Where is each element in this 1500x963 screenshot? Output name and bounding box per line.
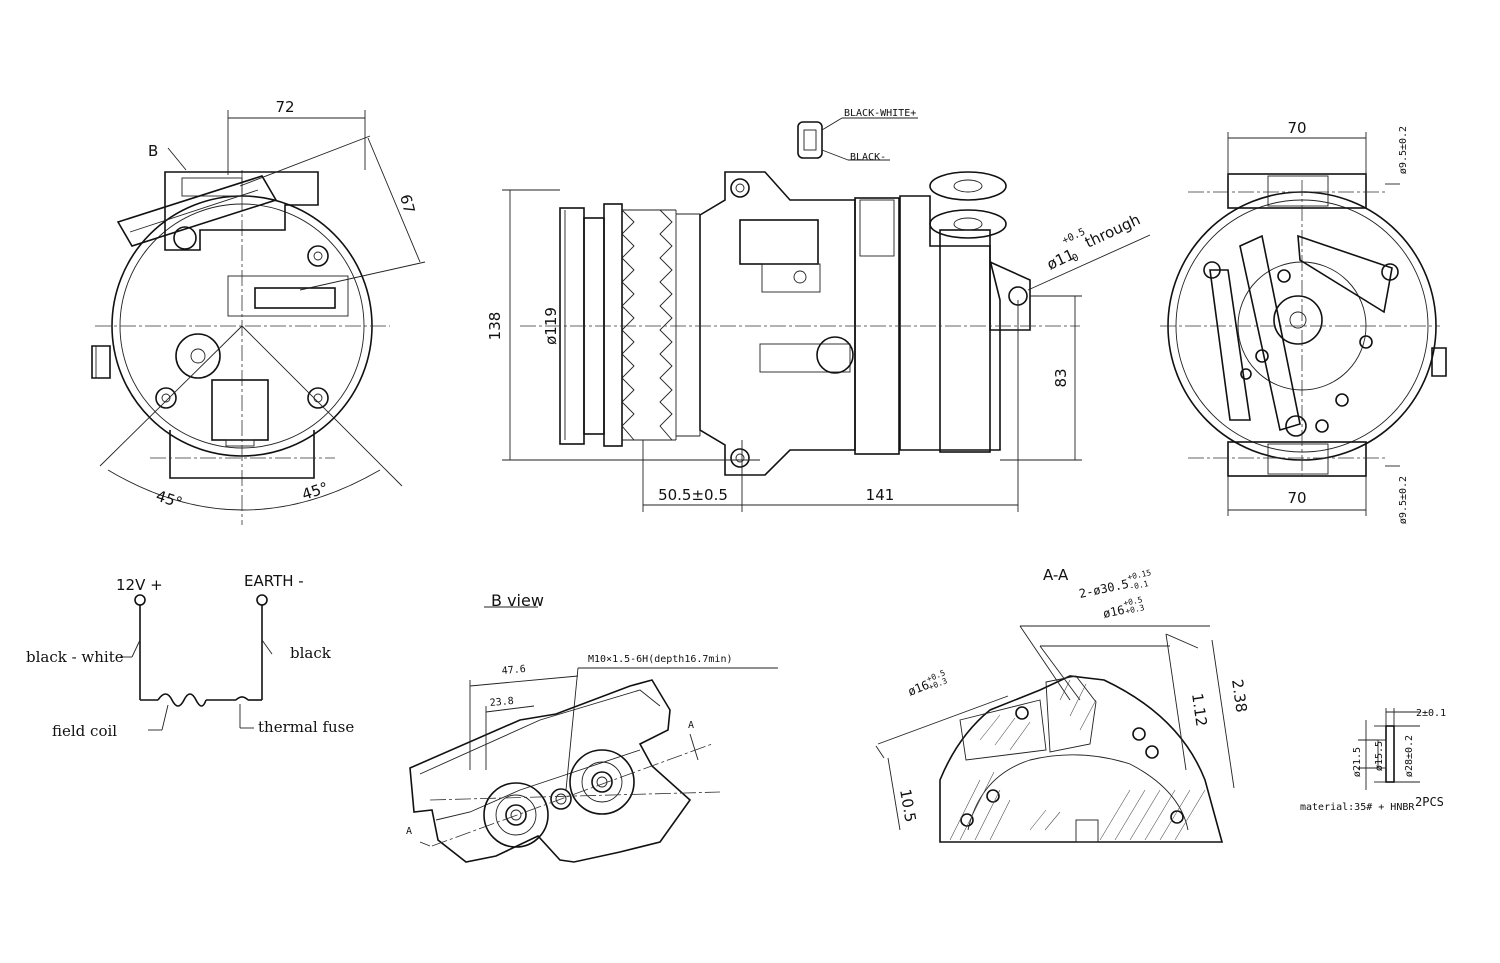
section-marker-a-top: A [688, 720, 694, 731]
wiring-coil: field coil [52, 722, 117, 740]
wiring-fuse: thermal fuse [258, 718, 354, 736]
connector-pos-label: BLACK-WHITE+ [844, 108, 916, 119]
rear-bottom-hole: ø9.5±0.2 [1398, 476, 1409, 524]
aa-bore-large-tol2: -0.1 [1129, 579, 1150, 592]
aa-bore-small-tol2: +0.3 [1125, 603, 1146, 616]
rear-top-hole: ø9.5±0.2 [1398, 126, 1409, 174]
b-view-dim-inner: 23.8 [489, 696, 514, 709]
wiring-diagram [120, 594, 273, 731]
wiring-neg-terminal: EARTH - [244, 572, 304, 590]
aa-title: A-A [1043, 566, 1069, 584]
side-height-dim: 138 [486, 312, 504, 341]
oring-material: material:35# + HNBR [1300, 802, 1415, 813]
front-width-dim: 72 [275, 98, 294, 116]
pulley-offset-dim: 50.5±0.5 [658, 486, 728, 504]
oring-outer: ø28±0.2 [1404, 735, 1415, 777]
aa-dim-238: 2.38 [1228, 678, 1250, 714]
oring-od: ø21.5 [1352, 747, 1363, 777]
oring-qty: 2PCS [1415, 795, 1444, 809]
b-view [409, 606, 778, 863]
oring-thickness: 2±0.1 [1416, 708, 1446, 719]
front-height-dim: 67 [396, 192, 418, 215]
rear-bottom-dim: 70 [1287, 489, 1306, 507]
oring-id: ø15.5 [1374, 741, 1385, 771]
connector-neg-label: BLACK- [850, 152, 886, 163]
rear-view [1160, 132, 1447, 516]
body-length-dim: 141 [866, 486, 895, 504]
wiring-pos-wire: black - white [26, 648, 124, 666]
mount-hole-tol2: 0 [1071, 252, 1081, 265]
angle-right: 45° [300, 478, 331, 503]
aa-bore-small-tol: +0.5 [1123, 595, 1144, 608]
mount-hole-note: through [1082, 210, 1143, 251]
b-view-thread: M10×1.5-6H(depth16.7min) [588, 654, 733, 665]
view-marker-b: B [148, 142, 158, 160]
aa-section [875, 625, 1235, 843]
axis-height-dim: 83 [1052, 368, 1070, 387]
wiring-pos-terminal: 12V + [116, 576, 163, 594]
b-view-title: B view [491, 591, 544, 610]
angle-left: 45° [154, 487, 185, 512]
b-view-dim-outer: 47.6 [501, 664, 526, 677]
aa-bore-small: ø16 [1102, 603, 1126, 621]
connector-icon [797, 117, 918, 161]
front-view [91, 110, 426, 525]
aa-dim-105: 10.5 [896, 788, 920, 824]
aa-bore-large: 2-ø30.5 [1078, 577, 1130, 601]
aa-dim-112: 1.12 [1188, 692, 1210, 728]
wiring-neg-wire: black [290, 644, 332, 662]
o-ring-detail [1358, 708, 1420, 790]
pulley-diameter: ø119 [542, 307, 560, 345]
side-view [502, 171, 1151, 512]
rear-top-dim: 70 [1287, 119, 1306, 137]
section-marker-a-bottom: A [406, 826, 412, 837]
